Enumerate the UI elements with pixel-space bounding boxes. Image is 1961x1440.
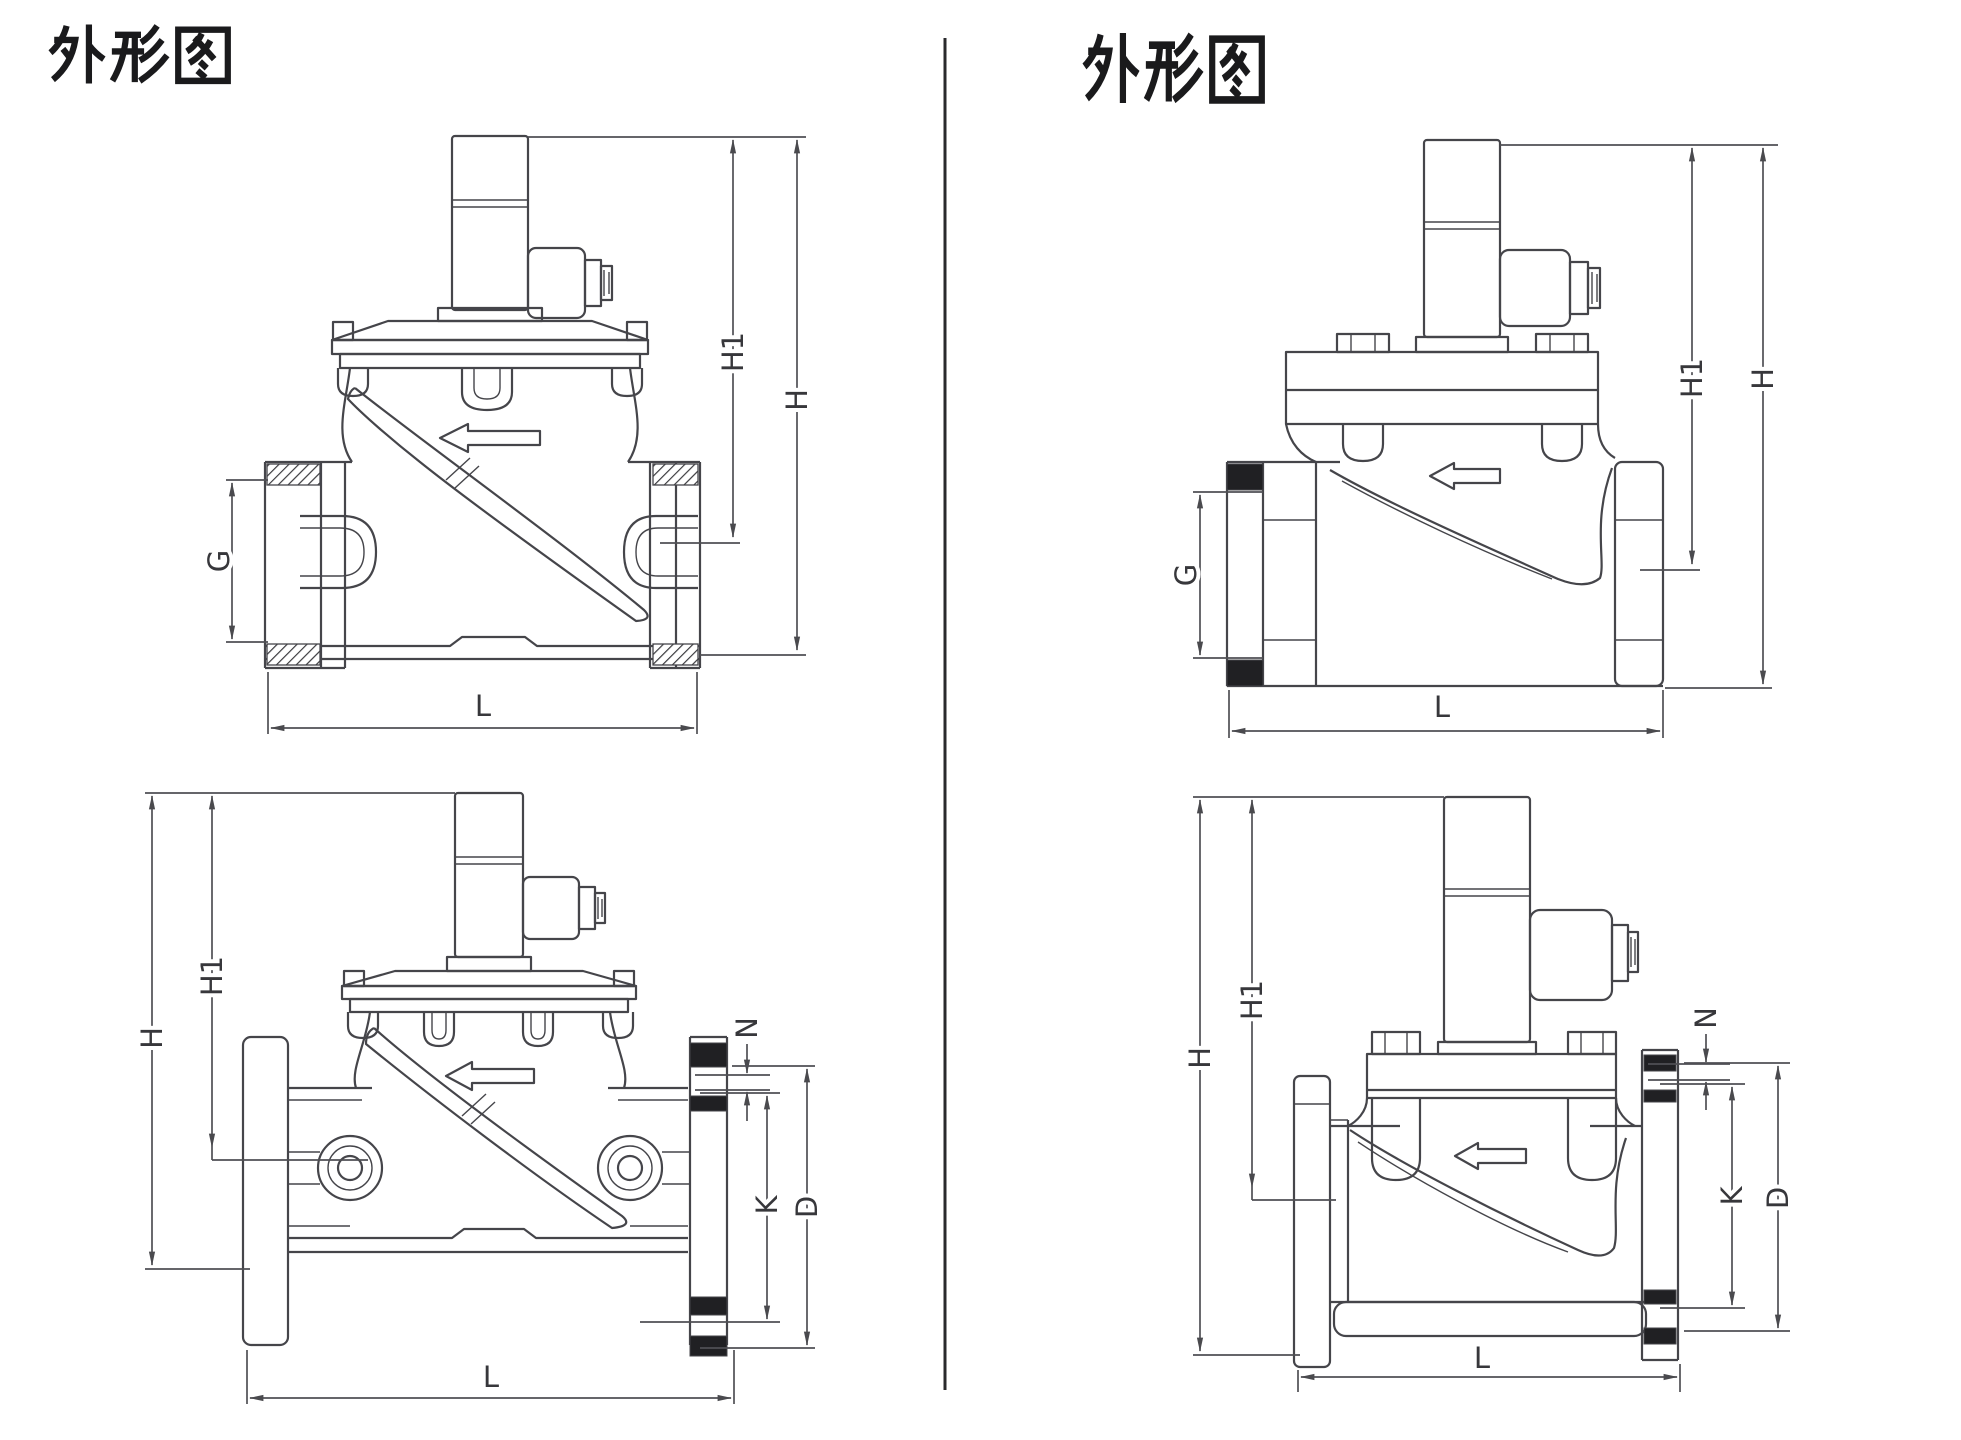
coil-connector — [521, 875, 607, 941]
dim-label-l: L — [483, 1360, 499, 1394]
threaded-port-right — [622, 462, 702, 670]
dim-label-h: H — [1746, 368, 1780, 390]
flange-right — [1640, 1048, 1680, 1362]
dimension-lines — [145, 792, 815, 1404]
title-right-glyphs — [1082, 32, 1265, 104]
solenoid-coil — [1436, 795, 1538, 1056]
dim-label-h1: H1 — [1235, 980, 1269, 1020]
valve-body — [265, 367, 700, 661]
dimension-lines — [1193, 796, 1790, 1392]
dim-label-l: L — [1434, 690, 1450, 724]
valve-bonnet — [1365, 1030, 1618, 1182]
dim-label-l: L — [475, 689, 491, 723]
dimension-lines — [226, 136, 806, 734]
valve-bonnet — [1284, 332, 1600, 463]
valve-bonnet — [340, 969, 638, 1048]
solenoid-coil — [445, 791, 533, 973]
coil-connector — [1498, 248, 1602, 328]
coil-connector — [526, 246, 614, 320]
dim-label-g: G — [202, 550, 236, 572]
flow-arrow-icon — [438, 422, 542, 454]
dim-label-h1: H1 — [716, 332, 750, 372]
flow-arrow-icon — [1428, 461, 1502, 491]
flange-left — [241, 1035, 384, 1347]
valve-bonnet — [330, 319, 650, 412]
dim-label-k: K — [1715, 1186, 1749, 1206]
valve-body — [1330, 1097, 1650, 1338]
dim-label-d: D — [790, 1196, 824, 1218]
flow-arrow-icon — [444, 1060, 536, 1092]
valve-drawing-threaded-left: G H1 H L — [198, 134, 818, 734]
dim-label-h1: H1 — [195, 956, 229, 996]
flange-right — [596, 1035, 729, 1357]
flow-arrow-icon — [1453, 1141, 1528, 1171]
dim-label-h: H — [135, 1027, 169, 1049]
threaded-port-left — [263, 462, 378, 670]
dim-label-h: H — [780, 389, 814, 411]
valve-body — [1227, 423, 1663, 688]
threaded-port-left — [1225, 462, 1318, 687]
dim-label-h1: H1 — [1675, 358, 1709, 398]
coil-connector — [1528, 908, 1640, 1002]
solenoid-coil — [1414, 138, 1510, 354]
dim-label-h: H — [1183, 1047, 1217, 1069]
flange-left — [1292, 1074, 1350, 1369]
dimension-lines — [1193, 144, 1778, 738]
threaded-port-right — [1613, 460, 1665, 688]
dim-label-n: N — [1689, 1007, 1723, 1029]
dim-label-g: G — [1169, 564, 1203, 586]
valve-body — [288, 1011, 688, 1254]
valve-drawing-flanged-left: H H1 N K D L — [131, 791, 828, 1404]
title-left-glyphs — [48, 24, 231, 85]
dim-label-l: L — [1474, 1341, 1490, 1375]
solenoid-coil — [436, 134, 544, 323]
dim-label-d: D — [1761, 1187, 1795, 1209]
dim-label-n: N — [730, 1017, 764, 1039]
valve-drawing-flanged-right: H H1 N K D L — [1179, 795, 1799, 1392]
dim-label-k: K — [750, 1195, 784, 1215]
valve-drawing-threaded-right: G H1 H L — [1165, 138, 1784, 738]
